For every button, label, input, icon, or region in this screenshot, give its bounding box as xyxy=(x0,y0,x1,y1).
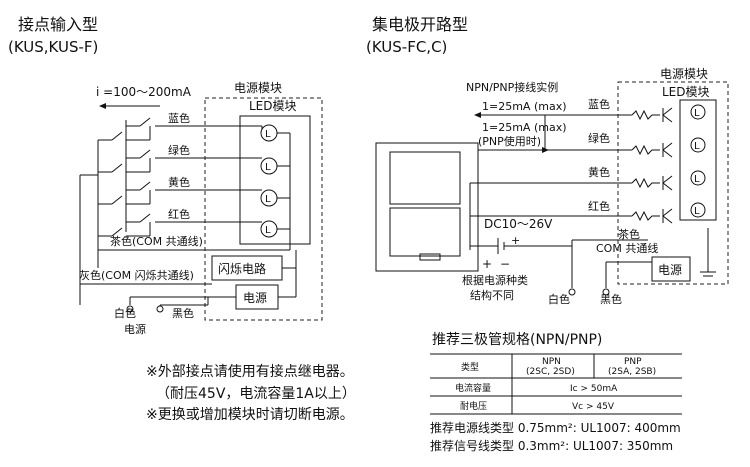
right-channel-blue: 蓝色 L xyxy=(545,97,706,121)
spec-header-pnp: PNP xyxy=(624,357,642,367)
svg-text:L: L xyxy=(694,108,700,119)
left-channel-yellow: 黄色 L xyxy=(98,175,278,207)
left-power-label: 电源 xyxy=(124,322,146,336)
right-com: COM 共通线 xyxy=(596,241,658,255)
right-current2: 1=25mA (max) xyxy=(482,121,567,134)
note-1: ※外部接点请使用有接点继电器。 xyxy=(146,363,354,380)
left-color-blue: 蓝色 xyxy=(168,111,190,125)
right-power-module-box xyxy=(617,81,729,285)
spec-cable-2: 推荐信号线类型 0.3mm²: UL1007: 350mm xyxy=(430,439,673,453)
left-current: i =100～200mA xyxy=(96,85,192,99)
svg-text:L: L xyxy=(265,194,271,205)
left-white: 白色 xyxy=(114,306,136,320)
left-channel-blue: 蓝色 L xyxy=(98,111,278,142)
right-load-note-1: 根据电源种类 xyxy=(462,273,528,287)
spec-row-current-label: 电流容量 xyxy=(455,382,491,394)
right-title: 集电极开路型 xyxy=(372,15,468,34)
svg-text:红色: 红色 xyxy=(588,199,610,213)
left-subtitle: (KUS,KUS-F) xyxy=(8,38,98,56)
right-dc: DC10～26V xyxy=(484,217,553,231)
right-white: 白色 xyxy=(548,292,570,306)
right-current1: 1=25mA (max) xyxy=(482,100,567,113)
spec-row-voltage-label: 耐电压 xyxy=(460,400,487,412)
svg-text:蓝色: 蓝色 xyxy=(588,97,610,111)
left-brown-common: 茶色(COM 共通线) xyxy=(110,234,203,248)
transistor-icons xyxy=(662,107,673,224)
left-power-module-box xyxy=(204,97,323,321)
right-power-box xyxy=(651,256,691,282)
spec-title: 推荐三极管规格(NPN/PNP) xyxy=(432,332,602,348)
left-power-box-label: 电源 xyxy=(243,291,267,305)
right-power-box-label: 电源 xyxy=(658,263,682,277)
svg-text:L: L xyxy=(265,225,271,236)
left-power-module-label: 电源模块 xyxy=(234,81,282,95)
transistor-array-box xyxy=(375,142,479,272)
spec-header-pnp-parts: (2SA, 2SB) xyxy=(608,367,656,377)
right-led-module-box xyxy=(679,99,717,221)
right-subtitle: (KUS-FC,C) xyxy=(366,38,447,56)
right-channel-green: 绿色 L xyxy=(545,131,706,156)
left-channel-red: 红色 L xyxy=(98,207,278,238)
right-led-module-label: LED模块 xyxy=(662,85,710,99)
note-3: ※更换或增加模块时请切断电源。 xyxy=(146,406,354,423)
right-power-module-label: 电源模块 xyxy=(660,67,708,81)
right-pnp-use: (PNP使用时) xyxy=(478,135,541,148)
note-2: （耐压45V，电流容量1A以上） xyxy=(156,385,356,402)
spec-row-voltage-value: Vc > 45V xyxy=(572,402,615,412)
spec-cable-1: 推荐电源线类型 0.75mm²: UL1007: 400mm xyxy=(430,421,681,435)
left-title: 接点输入型 xyxy=(18,15,98,34)
left-color-red: 红色 xyxy=(168,207,190,221)
right-brown: 茶色 xyxy=(618,227,640,241)
svg-text:绿色: 绿色 xyxy=(588,131,610,145)
svg-text:+: + xyxy=(511,234,520,247)
left-gray-common: 灰色(COM 闪烁共通线) xyxy=(79,268,194,282)
spec-header-type: 类型 xyxy=(461,361,479,373)
left-color-green: 绿色 xyxy=(168,143,190,157)
left-black: 黑色 xyxy=(172,306,194,320)
svg-text:−: − xyxy=(500,257,510,271)
flash-circuit-label: 闪烁电路 xyxy=(218,261,266,276)
right-channel-yellow: 黄色 L xyxy=(470,165,706,189)
spec-header-npn: NPN xyxy=(542,357,561,367)
svg-text:黄色: 黄色 xyxy=(588,165,610,179)
svg-text:L: L xyxy=(265,162,271,173)
right-load-note-2: 结构不同 xyxy=(470,288,514,302)
spec-table: 类型 NPN (2SC, 2SD) PNP (2SA, 2SB) 电流容量 Ic… xyxy=(430,353,682,415)
svg-text:+: + xyxy=(482,257,492,271)
spec-row-current-value: Ic > 50mA xyxy=(570,384,618,394)
left-led-module-label: LED模块 xyxy=(249,99,297,113)
spec-header-npn-parts: (2SC, 2SD) xyxy=(526,367,575,377)
svg-text:L: L xyxy=(694,174,700,185)
current-arrow-head xyxy=(99,103,106,109)
right-black: 黑色 xyxy=(600,292,622,306)
svg-text:L: L xyxy=(265,129,271,140)
left-channel-green: 绿色 L xyxy=(98,143,278,175)
right-example: NPN/PNP接线实例 xyxy=(466,80,558,94)
svg-text:L: L xyxy=(694,141,700,152)
left-color-yellow: 黄色 xyxy=(168,175,190,189)
svg-text:L: L xyxy=(694,206,700,217)
right-channel-red: 红色 L xyxy=(470,199,706,222)
left-led-module-box xyxy=(239,115,311,245)
